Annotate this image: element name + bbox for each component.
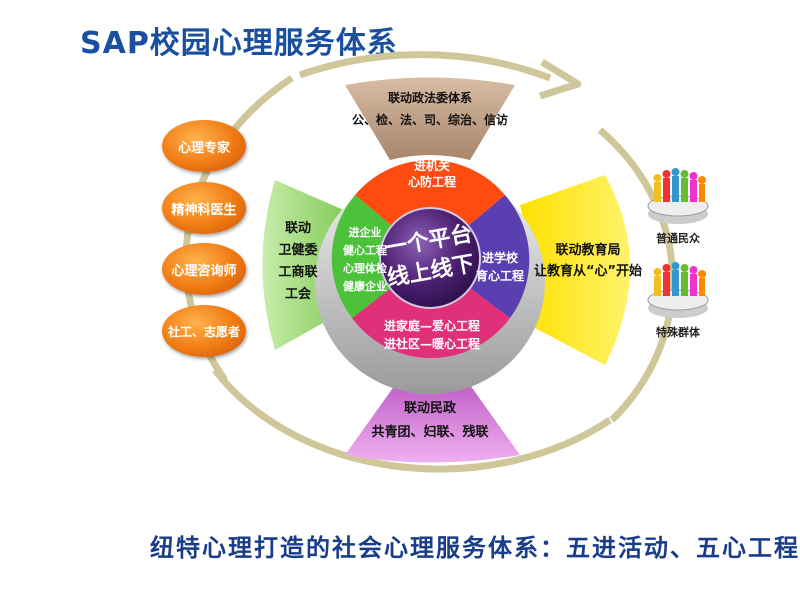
outer-bottom-line1: 联动民政: [404, 400, 457, 416]
outer-sector-bottom: [345, 385, 520, 463]
outer-top-line1: 联动政法委体系: [388, 90, 472, 105]
outer-top-line2: 公、检、法、司、综治、信访: [352, 112, 508, 127]
outer-right-line2: 让教育从“心”开始: [534, 263, 642, 279]
expert-pill: 心理专家: [162, 120, 246, 172]
inner-left-line3: 心理体检: [343, 261, 387, 275]
people-group-icon-2: [647, 262, 709, 318]
center-circle: [379, 207, 481, 309]
outer-left-line1: 联动: [285, 221, 311, 236]
group-label-1: 普通民众: [656, 231, 701, 245]
cycle-arrow-lower: [212, 367, 612, 473]
inner-right-line1: 进学校: [482, 250, 519, 265]
outer-right-line1: 联动教育局: [555, 242, 620, 258]
cycle-arrow-head: [538, 59, 582, 100]
outer-bottom-line2: 共青团、妇联、残联: [371, 424, 488, 440]
inner-bottom-line1: 进家庭—爱心工程: [384, 318, 480, 333]
page-title: SAP校园心理服务体系: [80, 26, 398, 61]
outer-sector-top: [345, 77, 515, 160]
page-subtitle: 纽特心理打造的社会心理服务体系：五进活动、五心工程: [150, 534, 800, 562]
outer-left-line3: 工商联: [278, 264, 317, 280]
expert-pill: 精神科医生: [162, 182, 246, 234]
cycle-arrow: [298, 51, 552, 82]
inner-left-line2: 健心工程: [343, 243, 387, 257]
people-group-icon-1: [647, 168, 709, 224]
expert-pill: 心理咨询师: [162, 243, 246, 295]
group-label-2: 特殊群体: [656, 325, 701, 339]
inner-bottom-line2: 进社区—暖心工程: [384, 336, 480, 351]
outer-sector-right: [520, 175, 630, 365]
outer-left-line4: 工会: [285, 286, 312, 302]
inner-right-line2: 育心工程: [476, 268, 524, 283]
inner-top-line2: 心防工程: [408, 174, 456, 189]
outer-left-line2: 卫健委: [278, 242, 317, 258]
expert-pill: 社工、志愿者: [162, 305, 246, 357]
inner-left-line4: 健康企业: [343, 279, 387, 293]
inner-top-line1: 进机关: [414, 158, 450, 173]
inner-left-line1: 进企业: [349, 225, 382, 239]
